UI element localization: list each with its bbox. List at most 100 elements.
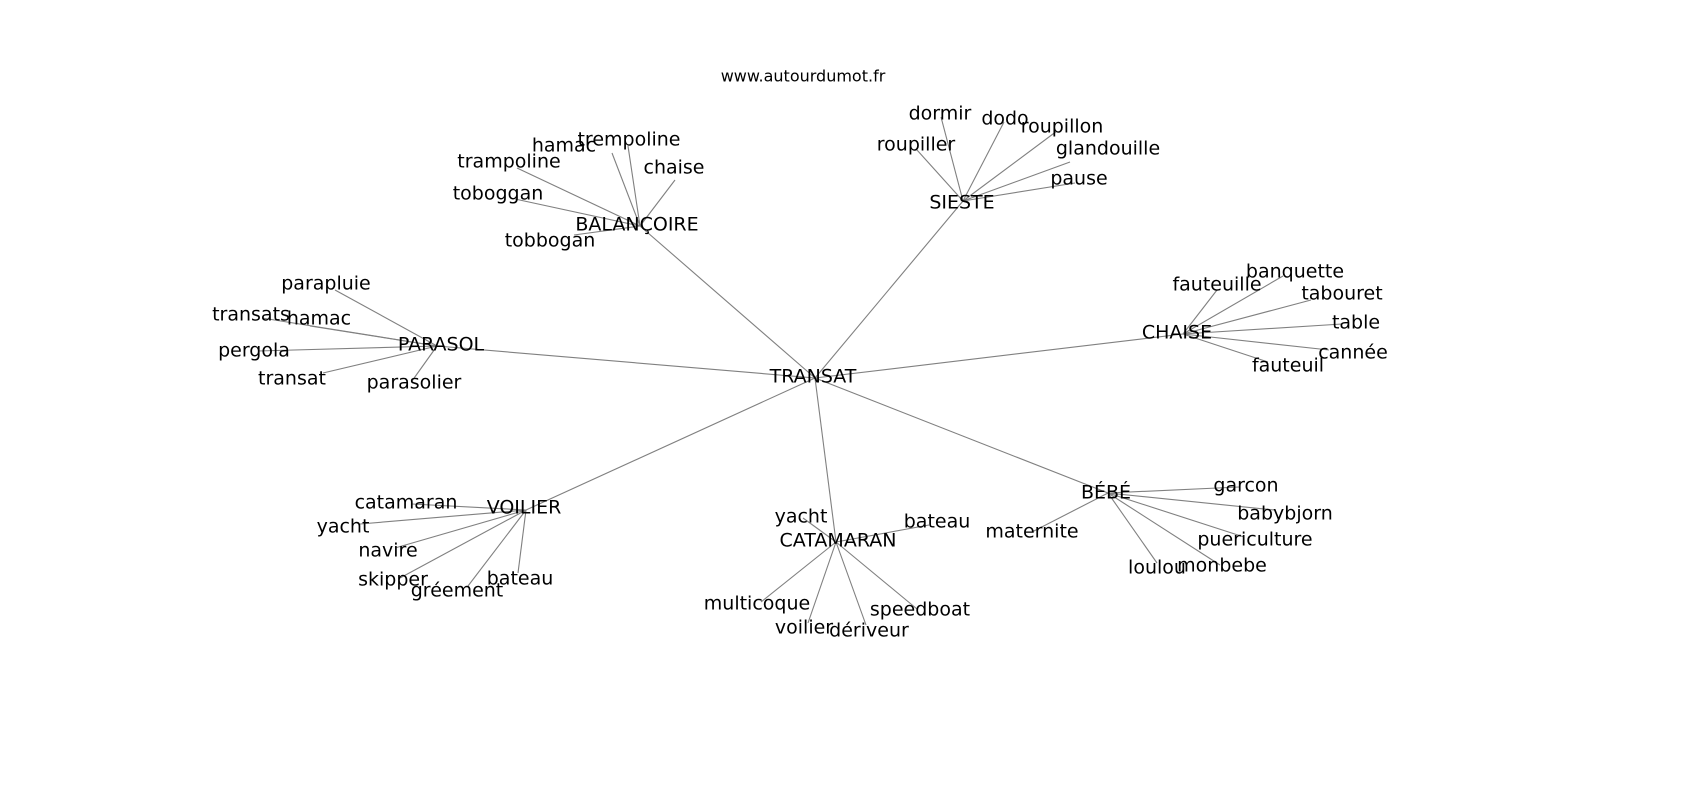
node-sieste-glandouille: glandouille: [1056, 138, 1160, 160]
edge-voilier-bateau: [517, 509, 527, 574]
node-parasol-transats: transats: [212, 304, 290, 326]
node-bebe-garcon: garcon: [1213, 475, 1278, 497]
edge-chaise-banquette: [1182, 275, 1284, 335]
node-bebe-maternite: maternite: [985, 521, 1078, 543]
edge-sieste-roupiller: [916, 149, 964, 202]
node-chaise-fauteuil: fauteuil: [1252, 355, 1324, 377]
edge-balancoire-trampoline: [516, 167, 641, 227]
node-voilier-yacht: yacht: [317, 516, 370, 538]
edge-chaise-fauteuille: [1182, 289, 1218, 335]
node-voilier-catamaran: catamaran: [355, 492, 458, 514]
node-bebe-puericulture: puericulture: [1197, 529, 1312, 551]
node-voilier-bateau: bateau: [487, 568, 554, 590]
edge-transat-catamaran: [814, 377, 837, 543]
edge-bebe-monbebe: [1107, 492, 1221, 566]
node-hub-chaise: CHAISE: [1142, 322, 1212, 344]
edge-balancoire-toboggan: [514, 198, 641, 227]
edge-sieste-pause: [962, 182, 1076, 202]
node-parasol-transat: transat: [258, 368, 326, 390]
node-catamaran-speedboat: speedboat: [870, 599, 970, 621]
edge-parasol-parasolier: [411, 345, 438, 382]
edge-sieste-glandouille: [962, 161, 1071, 202]
edge-voilier-yacht: [359, 509, 527, 525]
node-balancoire-tobbogan: tobbogan: [505, 230, 596, 252]
edge-sieste-dodo: [962, 121, 1005, 202]
node-sieste-dodo: dodo: [981, 108, 1028, 130]
node-voilier-skipper: skipper: [358, 569, 428, 591]
node-hub-catamaran: CATAMARAN: [780, 530, 897, 552]
edge-balancoire-tobbogan: [573, 225, 641, 236]
edge-catamaran-yacht: [802, 517, 837, 543]
node-sieste-pause: pause: [1050, 168, 1107, 190]
edge-transat-balancoire: [639, 225, 816, 379]
edge-catamaran-multicoque: [760, 541, 837, 603]
node-bebe-babybjorn: babybjorn: [1237, 503, 1333, 525]
node-voilier-navire: navire: [358, 540, 417, 562]
edge-voilier-catamaran: [411, 503, 527, 511]
node-parasol-parapluie: parapluie: [281, 273, 371, 295]
edge-bebe-loulou: [1107, 492, 1158, 564]
edge-transat-bebe: [814, 377, 1109, 494]
edge-parasol-hamac: [309, 325, 438, 347]
node-chaise-table: table: [1332, 312, 1380, 334]
node-catamaran-bateau: bateau: [904, 511, 971, 533]
edge-parasol-transat: [322, 345, 438, 374]
node-sieste-roupiller: roupiller: [877, 134, 956, 156]
edge-catamaran-speedboat: [835, 541, 918, 610]
node-catamaran-multicoque: multicoque: [704, 593, 810, 615]
edge-bebe-garcon: [1107, 486, 1240, 494]
edge-chaise-cannee: [1182, 333, 1330, 351]
node-balancoire-trempoline: trempoline: [577, 129, 680, 151]
edge-voilier-navire: [394, 509, 527, 549]
node-parasol-parasolier: parasolier: [367, 372, 462, 394]
edge-voilier-greement: [467, 509, 527, 587]
edge-sieste-dormir: [940, 116, 964, 202]
node-sieste-roupillon: roupillon: [1021, 116, 1104, 138]
edge-catamaran-bateau: [835, 524, 930, 543]
node-parasol-hamac: hamac: [287, 308, 351, 330]
edge-chaise-table: [1182, 323, 1343, 335]
node-balancoire-trampoline: trampoline: [457, 151, 560, 173]
site-url: www.autourdumot.fr: [721, 67, 886, 86]
edge-catamaran-voilier: [807, 541, 837, 624]
node-catamaran-deriveur: dériveur: [829, 620, 909, 642]
edge-bebe-puericulture: [1107, 492, 1245, 538]
edge-transat-chaise: [814, 333, 1184, 379]
node-balancoire-chaise: chaise: [644, 157, 705, 179]
node-catamaran-yacht: yacht: [775, 506, 828, 528]
node-parasol-pergola: pergola: [218, 340, 290, 362]
node-hub-sieste: SIESTE: [929, 192, 994, 214]
node-voilier-greement: gréement: [411, 580, 504, 602]
node-chaise-tabouret: tabouret: [1301, 283, 1382, 305]
node-hub-voilier: VOILIER: [487, 497, 562, 519]
edge-balancoire-chaise: [639, 179, 676, 227]
node-catamaran-voilier: voilier: [775, 617, 833, 639]
edge-catamaran-deriveur: [835, 541, 867, 626]
node-bebe-loulou: loulou: [1128, 557, 1186, 579]
edge-balancoire-trempoline: [627, 145, 641, 227]
labels: www.autourdumot.fr TRANSAT BALANÇOIRE hama…: [212, 67, 1388, 642]
edge-balancoire-hamac: [611, 152, 641, 227]
node-root-transat: TRANSAT: [769, 366, 857, 388]
edges: [257, 116, 1343, 626]
node-hub-parasol: PARASOL: [398, 334, 485, 356]
node-chaise-banquette: banquette: [1246, 261, 1344, 283]
node-chaise-cannee: cannée: [1318, 342, 1388, 364]
node-hub-bebe: BÉBÉ: [1081, 481, 1131, 504]
edge-chaise-tabouret: [1182, 299, 1312, 335]
edge-parasol-pergola: [257, 345, 438, 352]
node-chaise-fauteuille: fauteuille: [1172, 274, 1261, 296]
edge-voilier-skipper: [399, 509, 527, 579]
node-hub-balancoire: BALANÇOIRE: [575, 214, 698, 236]
node-balancoire-hamac: hamac: [532, 135, 596, 157]
edge-sieste-roupillon: [962, 130, 1058, 202]
edge-bebe-maternite: [1031, 492, 1109, 533]
edge-transat-voilier: [525, 377, 816, 511]
node-sieste-dormir: dormir: [909, 103, 972, 125]
edge-transat-sieste: [814, 200, 964, 379]
edge-chaise-fauteuil: [1182, 333, 1269, 363]
edge-transat-parasol: [436, 345, 816, 379]
edge-parasol-parapluie: [334, 289, 438, 347]
node-bebe-monbebe: monbebe: [1177, 555, 1267, 577]
